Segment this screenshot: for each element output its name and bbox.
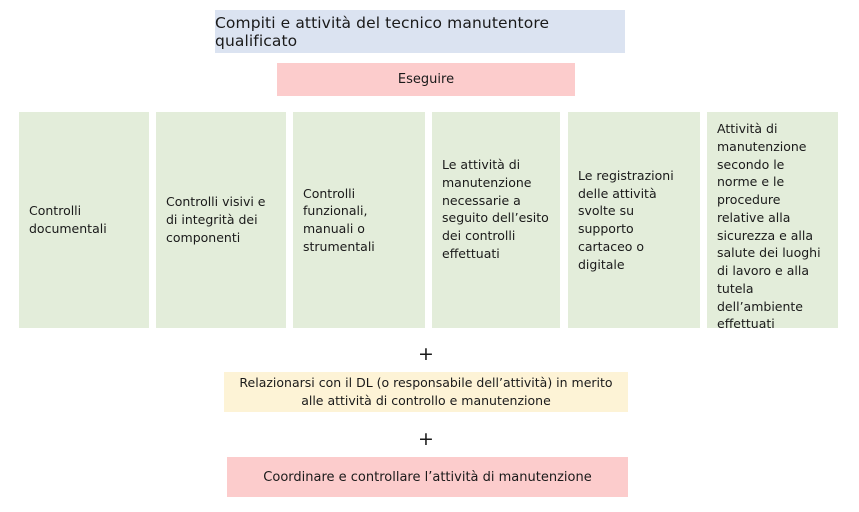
task-card-5: Le registrazioni delle attività svolte s… <box>568 112 700 328</box>
plus-connector-icon-1: + <box>418 343 434 365</box>
task-card-5-text: Le registrazioni delle attività svolte s… <box>578 167 674 272</box>
coordinate-activity-text: Coordinare e controllare l’attività di m… <box>263 469 592 485</box>
diagram-title-text: Compiti e attività del tecnico manutento… <box>215 13 550 50</box>
task-card-3: Controlli funzionali, manuali o strument… <box>293 112 425 328</box>
relate-activity-text: Relazionarsi con il DL (o responsabile d… <box>239 374 613 408</box>
task-card-4-text: Le attività di manutenzione necessarie a… <box>442 157 549 261</box>
action-header-label: Eseguire <box>397 72 455 87</box>
action-header-eseguire: Eseguire <box>277 63 575 96</box>
relate-activity-card: Relazionarsi con il DL (o responsabile d… <box>224 372 628 412</box>
task-card-6: Attività di manutenzione secondo le norm… <box>707 112 838 331</box>
task-card-3-text: Controlli funzionali, manuali o strument… <box>303 185 375 254</box>
task-card-2-text: Controlli visivi e di integrità dei comp… <box>166 194 266 245</box>
task-card-1-text: Controlli documentali <box>29 203 107 236</box>
task-card-1: Controlli documentali <box>19 112 149 328</box>
diagram-title: Compiti e attività del tecnico manutento… <box>215 10 625 53</box>
task-card-2: Controlli visivi e di integrità dei comp… <box>156 112 286 328</box>
coordinate-activity-card: Coordinare e controllare l’attività di m… <box>227 457 628 497</box>
task-card-6-text: Attività di manutenzione secondo le norm… <box>717 121 821 332</box>
plus-connector-icon-2: + <box>418 428 434 450</box>
task-card-4: Le attività di manutenzione necessarie a… <box>432 112 560 328</box>
